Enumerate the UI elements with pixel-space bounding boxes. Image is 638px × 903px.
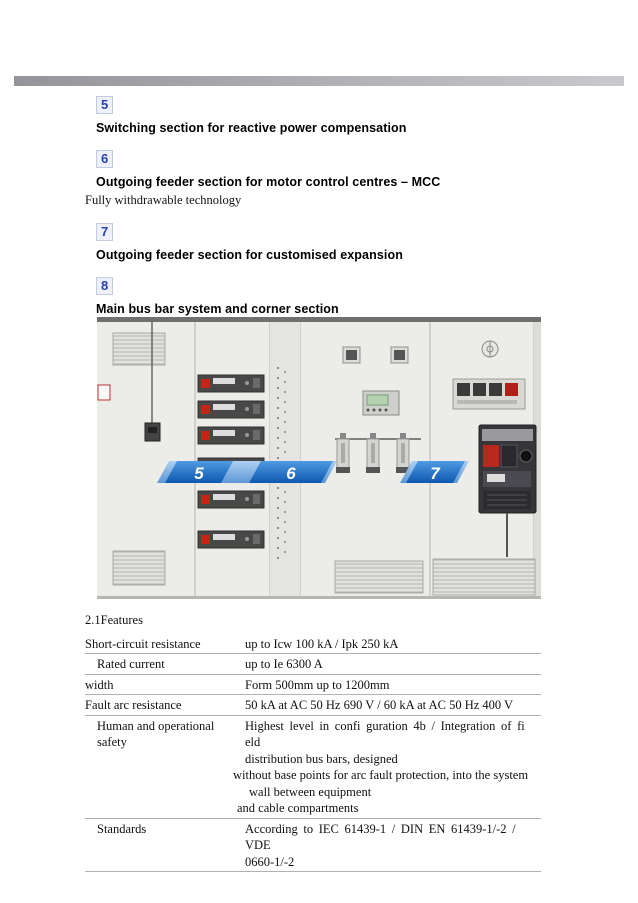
- feature-value-line: Highest level in confi guration 4b / Int…: [245, 718, 525, 750]
- cabinet-body: [97, 317, 541, 599]
- section-6: 6 Outgoing feeder section for motor cont…: [85, 150, 565, 208]
- arrow-number: 6: [286, 464, 296, 483]
- circuit-breaker: [478, 424, 537, 514]
- cabinet-bottom-edge: [97, 596, 541, 599]
- inspection-window-glass: [346, 350, 357, 360]
- switchgear-photo: 5 6 7: [97, 317, 541, 599]
- feature-label: Fault arc resistance: [85, 698, 182, 712]
- feature-row: Rated current up to Ie 6300 A: [85, 654, 541, 675]
- cabinet-top-edge: [97, 317, 541, 322]
- feature-value: 50 kA at AC 50 Hz 690 V / 60 kA at AC 50…: [245, 698, 514, 712]
- left-cabinet: [97, 322, 166, 586]
- arrow-number: 5: [194, 464, 204, 483]
- feature-row: Standards According to IEC 61439-1 / DIN…: [85, 819, 541, 872]
- feature-value-line: and cable compartments: [237, 801, 359, 815]
- section-number-badge: 6: [96, 150, 114, 168]
- arrow-label-5: [165, 461, 233, 483]
- feature-value: According to IEC 61439-1 / DIN EN 61439-…: [245, 821, 541, 871]
- feature-value-line: without base points for arc fault protec…: [233, 768, 529, 782]
- centre-panel: [334, 346, 424, 594]
- red-label-box: [97, 384, 111, 401]
- vent-grille-top: [112, 332, 166, 366]
- drawer-unit: [197, 426, 265, 445]
- feature-value: Form 500mm up to 1200mm: [245, 677, 390, 692]
- feature-row: Short-circuit resistance up to Icw 100 k…: [85, 634, 541, 654]
- fuse-holder: [336, 433, 350, 473]
- feature-value-line: wall between equipment: [249, 784, 372, 799]
- feature-label: Short-circuit resistance: [85, 636, 201, 651]
- feature-value-line: 0660-1/-2: [245, 854, 295, 869]
- feature-label: Standards: [97, 821, 147, 836]
- section-number-badge: 7: [96, 223, 114, 241]
- feature-row: width Form 500mm up to 1200mm: [85, 675, 541, 695]
- drawer-unit: [197, 530, 265, 549]
- feature-label: Rated current: [97, 657, 165, 671]
- perforated-strip: [270, 322, 300, 596]
- drawer-unit: [197, 374, 265, 393]
- inspection-window-glass: [394, 350, 405, 360]
- vent-grille-bottom: [334, 560, 424, 594]
- feature-value-line: distribution bus bars, designed: [245, 751, 398, 766]
- arrow-number: 7: [430, 464, 441, 483]
- arrow-ribbons: 5 6 7: [157, 461, 469, 483]
- section-title: Switching section for reactive power com…: [96, 121, 407, 135]
- earth-symbol: [481, 340, 499, 358]
- feature-row: Human and operational safety Highest lev…: [85, 716, 541, 819]
- section-7: 7 Outgoing feeder section for customised…: [85, 223, 565, 262]
- arrow-label-6: [249, 461, 333, 483]
- section-title: Main bus bar system and corner section: [96, 302, 339, 316]
- drawer-unit: [197, 400, 265, 419]
- feature-label: width: [85, 677, 114, 692]
- top-divider-bar: [14, 76, 624, 86]
- arrow-label-7: [406, 461, 465, 483]
- right-panel: [432, 340, 537, 596]
- section-title: Outgoing feeder section for motor contro…: [96, 175, 441, 189]
- vent-grille-bottom: [112, 550, 166, 586]
- vent-grille-bottom: [432, 558, 536, 596]
- features-table: 2.1Features Short-circuit resistance up …: [85, 612, 541, 872]
- fuse-rail: [335, 433, 421, 473]
- feature-value: Highest level in confi guration 4b / Int…: [233, 718, 541, 817]
- feature-row: Fault arc resistance 50 kA at AC 50 Hz 6…: [85, 695, 541, 716]
- feature-label: Human and operational safety: [97, 718, 215, 750]
- section-number-badge: 8: [96, 277, 114, 295]
- feature-value-line: According to IEC 61439-1 / DIN EN 61439-…: [245, 821, 516, 853]
- control-module-row: [452, 378, 526, 410]
- switchgear-image: 5 6 7: [97, 315, 541, 605]
- features-heading: 2.1Features: [85, 613, 143, 627]
- fuse-holder: [396, 433, 410, 473]
- section-subtitle: Fully withdrawable technology: [85, 193, 242, 207]
- section-title: Outgoing feeder section for customised e…: [96, 248, 403, 262]
- feature-value: up to Ie 6300 A: [245, 657, 323, 671]
- pendant-device-window: [148, 427, 157, 433]
- section-5: 5 Switching section for reactive power c…: [85, 96, 565, 135]
- drawer-unit: [197, 490, 265, 509]
- control-display: [362, 390, 400, 416]
- section-8: 8 Main bus bar system and corner section: [85, 277, 565, 316]
- section-list: 5 Switching section for reactive power c…: [85, 96, 565, 331]
- feature-value: up to Icw 100 kA / Ipk 250 kA: [245, 636, 399, 651]
- fuse-holder: [366, 433, 380, 473]
- section-number-badge: 5: [96, 96, 114, 114]
- right-cabinet-side: [534, 322, 541, 596]
